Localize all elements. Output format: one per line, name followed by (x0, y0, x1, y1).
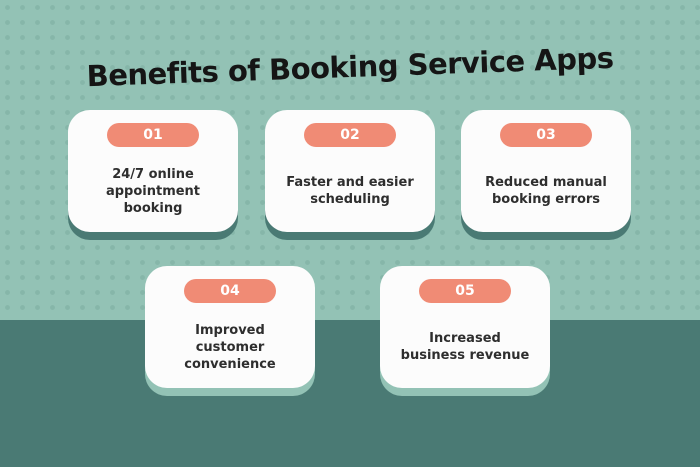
number-badge: 04 (184, 279, 276, 303)
number-badge: 05 (419, 279, 511, 303)
benefit-text: Faster and easier scheduling (286, 175, 414, 207)
benefit-card-3: 03 Reduced manual booking errors (461, 110, 631, 232)
benefit-text: Reduced manual booking errors (485, 175, 607, 207)
benefit-card-1: 01 24/7 online appointment booking (68, 110, 238, 232)
benefit-card-5: 05 Increased business revenue (380, 266, 550, 388)
number-badge: 01 (107, 123, 199, 147)
benefit-card-4: 04 Improved customer convenience (145, 266, 315, 388)
number-badge: 02 (304, 123, 396, 147)
benefit-text: Increased business revenue (400, 331, 530, 363)
benefit-text: 24/7 online appointment booking (105, 166, 201, 216)
benefit-text: Improved customer convenience (184, 322, 276, 372)
benefit-card-2: 02 Faster and easier scheduling (265, 110, 435, 232)
number-badge: 03 (500, 123, 592, 147)
bottom-band (0, 320, 700, 467)
